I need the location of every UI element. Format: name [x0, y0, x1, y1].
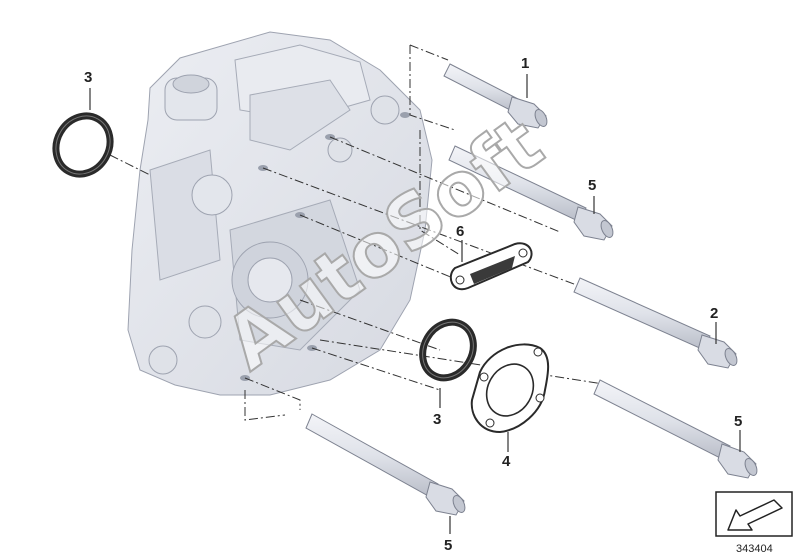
small-gasket: [449, 242, 533, 291]
callout-3-left: 3: [84, 69, 92, 86]
callout-5-right: 5: [734, 413, 742, 430]
bolt-5-right: [593, 379, 758, 479]
o-ring-middle: [419, 318, 477, 382]
bolt-5-bottom: [305, 413, 466, 516]
callout-4: 4: [502, 453, 511, 470]
bolt-2: [573, 277, 738, 369]
callout-2: 2: [710, 305, 718, 322]
figure-number: 343404: [736, 543, 773, 555]
callout-3-middle: 3: [433, 411, 441, 428]
callout-5-bottom: 5: [444, 537, 452, 554]
callout-5-upper: 5: [588, 177, 596, 194]
bolt-1: [443, 63, 548, 129]
leader-lines: [89, 74, 741, 534]
o-ring-left: [52, 112, 114, 178]
callout-6: 6: [456, 223, 464, 240]
pump-housing: [127, 31, 433, 396]
callout-1: 1: [521, 55, 529, 72]
alignment-lines: [109, 44, 611, 421]
flange-gasket: [470, 343, 550, 434]
bolt-5-upper: [448, 145, 614, 241]
arrow-down-left-icon: [715, 491, 793, 537]
